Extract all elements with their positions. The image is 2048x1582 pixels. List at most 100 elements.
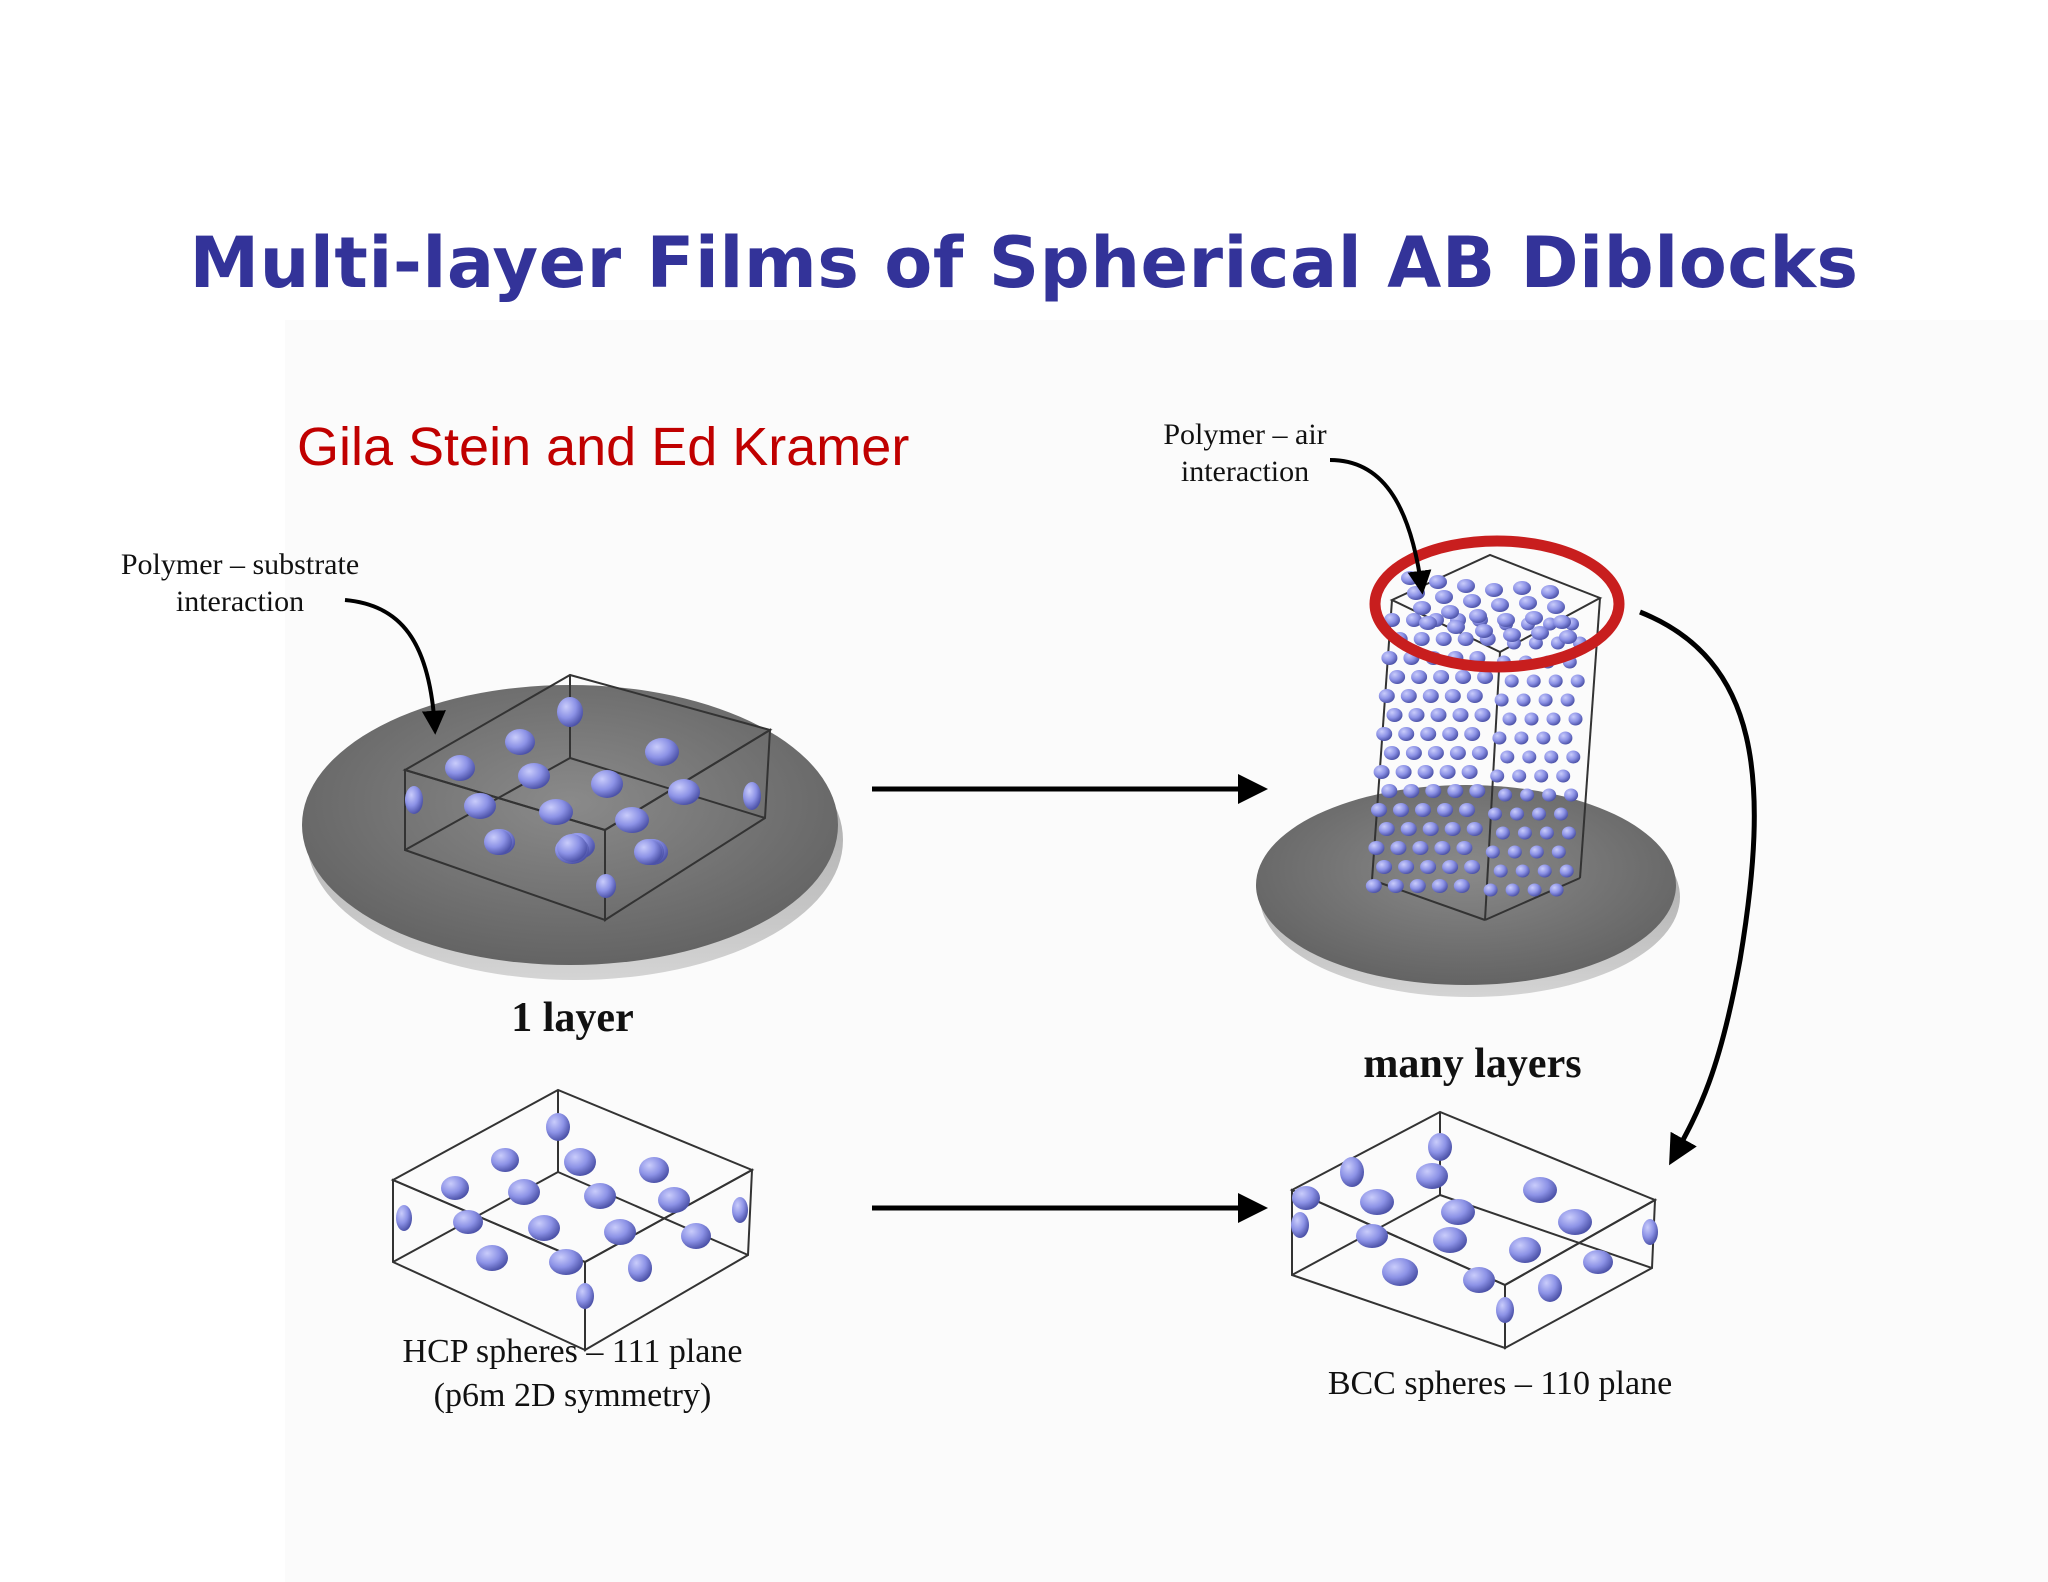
sphere	[1376, 727, 1393, 741]
sphere	[1495, 826, 1510, 840]
substrate-annotation-line1: Polymer – substrate	[120, 548, 360, 581]
sphere	[1642, 1219, 1658, 1245]
sphere	[1422, 689, 1439, 703]
sphere	[1463, 594, 1481, 608]
sphere	[1429, 575, 1447, 589]
sphere	[1492, 731, 1507, 745]
sphere	[1453, 879, 1470, 893]
sphere	[1523, 1177, 1557, 1203]
sphere	[1516, 693, 1531, 707]
sphere	[1433, 670, 1450, 684]
sphere	[1340, 1157, 1364, 1187]
sphere	[1415, 803, 1431, 817]
sphere	[1405, 746, 1422, 760]
sphere	[1469, 609, 1487, 623]
sphere	[668, 779, 700, 805]
curved-arrow-to-bcc	[1639, 609, 1757, 1166]
sphere	[1526, 674, 1541, 688]
sphere	[1525, 611, 1543, 625]
polymer-air-highlight	[1369, 535, 1625, 673]
sphere	[1378, 689, 1395, 703]
sphere	[1519, 596, 1537, 610]
many-layers-label: many layers	[1363, 1041, 1582, 1087]
hcp-caption-line1: HCP spheres – 111 plane	[402, 1333, 743, 1370]
sphere	[1498, 788, 1513, 802]
sphere	[1549, 883, 1564, 897]
sphere	[1483, 883, 1498, 897]
sphere	[1558, 731, 1573, 745]
authors: Gila Stein and Ed Kramer	[297, 417, 910, 477]
sphere	[1456, 841, 1473, 855]
sphere	[1437, 803, 1453, 817]
sphere	[596, 874, 616, 898]
sphere	[1408, 708, 1425, 722]
air-annotation-line1: Polymer – air	[1163, 418, 1327, 451]
sphere	[1466, 689, 1483, 703]
sphere	[1544, 750, 1559, 764]
sphere	[484, 829, 512, 855]
sphere	[1401, 571, 1419, 585]
substrate-annotation: Polymer – substrate interaction	[95, 546, 385, 620]
sphere	[1541, 585, 1559, 599]
sphere	[1447, 620, 1465, 634]
sphere	[1554, 807, 1568, 821]
sphere	[1556, 769, 1571, 783]
sphere	[1431, 879, 1448, 893]
air-pointer-arrow	[1329, 458, 1432, 595]
sphere	[645, 738, 679, 766]
sphere	[1464, 860, 1481, 874]
sphere	[1442, 860, 1459, 874]
sphere	[1471, 746, 1488, 760]
sphere	[1514, 731, 1529, 745]
sphere	[1411, 670, 1428, 684]
sphere	[441, 1176, 469, 1200]
sphere	[1510, 807, 1524, 821]
sphere	[1527, 883, 1542, 897]
sphere	[1500, 750, 1515, 764]
substrate-pointer-arrow	[344, 598, 446, 735]
one-layer-label: 1 layer	[511, 995, 634, 1041]
sphere	[1537, 864, 1552, 878]
sphere	[1378, 822, 1395, 836]
sphere	[1559, 630, 1577, 644]
hcp-caption-line2: (p6m 2D symmetry)	[433, 1377, 712, 1414]
sphere	[1409, 879, 1426, 893]
sphere	[528, 1215, 560, 1241]
sphere	[1466, 822, 1483, 836]
sphere	[1403, 784, 1420, 798]
sphere	[1515, 864, 1530, 878]
sphere	[1398, 860, 1415, 874]
sphere	[1583, 1250, 1613, 1274]
sphere	[1371, 803, 1387, 817]
sphere	[1494, 693, 1509, 707]
sphere	[1291, 1212, 1309, 1238]
sphere	[1441, 605, 1459, 619]
sphere	[1412, 841, 1429, 855]
sphere	[1491, 598, 1509, 612]
sphere	[1457, 579, 1475, 593]
sphere	[557, 697, 583, 727]
sphere	[564, 1148, 596, 1176]
spheres-one-layer	[405, 697, 761, 898]
sphere	[445, 755, 475, 781]
sphere	[1292, 1186, 1320, 1210]
air-annotation: Polymer – air interaction	[1115, 416, 1375, 490]
sphere	[732, 1197, 748, 1223]
sphere	[1474, 708, 1491, 722]
sphere	[1561, 826, 1576, 840]
sphere	[464, 793, 496, 819]
sphere	[615, 807, 649, 833]
sphere	[1389, 670, 1406, 684]
sphere	[1422, 822, 1439, 836]
sphere	[1356, 1224, 1388, 1248]
sphere	[1564, 788, 1579, 802]
sphere	[1441, 1199, 1475, 1225]
sphere	[1509, 1237, 1541, 1263]
sphere	[1546, 712, 1561, 726]
sphere	[1435, 632, 1452, 646]
bcc-caption-line1: BCC spheres – 110 plane	[1327, 1365, 1673, 1402]
bcc-caption: BCC spheres – 110 plane	[1290, 1362, 1710, 1406]
sphere	[1538, 1274, 1562, 1302]
substrate-disk-left	[302, 685, 843, 980]
